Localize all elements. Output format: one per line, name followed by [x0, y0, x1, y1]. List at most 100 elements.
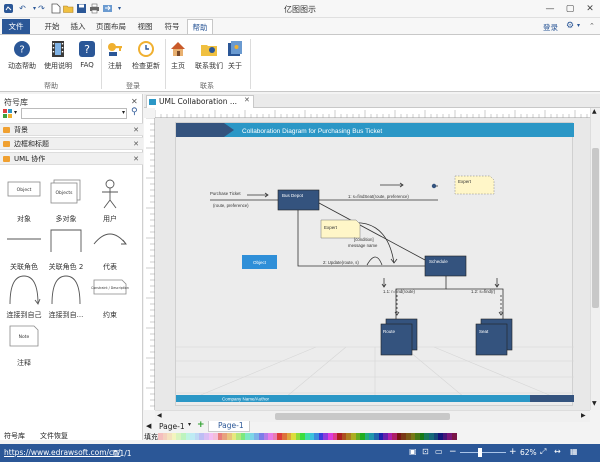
print-icon[interactable] — [89, 3, 100, 14]
settings-dropdown-icon[interactable]: ▾ — [577, 22, 581, 29]
color-swatch[interactable] — [291, 433, 296, 440]
color-swatch[interactable] — [401, 433, 407, 440]
shape-delegate[interactable]: 代表 — [90, 226, 130, 274]
tab-symbols[interactable]: 符号 — [164, 22, 180, 31]
scroll-right-icon[interactable]: ▶ — [581, 412, 586, 419]
zoom-in-icon[interactable]: + — [509, 447, 517, 457]
color-swatch[interactable] — [185, 433, 191, 440]
shape-note[interactable]: Note 注释 — [4, 322, 44, 370]
color-swatch[interactable] — [222, 433, 227, 440]
color-swatches[interactable] — [158, 433, 457, 440]
vertical-scroll-thumb[interactable] — [592, 148, 599, 308]
quick-access-dropdown-icon[interactable]: ▾ — [117, 5, 121, 12]
page-nav-prev-icon[interactable]: ◀ — [146, 422, 152, 430]
color-swatch[interactable] — [396, 433, 402, 440]
shape-multi-object[interactable]: Objects 多对象 — [46, 178, 86, 226]
color-swatch[interactable] — [286, 433, 292, 440]
scroll-down-icon[interactable]: ▼ — [592, 400, 597, 407]
shape-association-role[interactable]: 关联角色 — [4, 226, 44, 274]
library-borders-titles[interactable]: 边框和标题 ✕ — [0, 137, 143, 150]
color-swatch[interactable] — [438, 433, 443, 440]
expert-note-2[interactable]: Expert — [320, 219, 361, 239]
view-fit-icon[interactable]: ⊡ — [422, 447, 429, 456]
bus-depot-node[interactable] — [277, 189, 320, 211]
fit-width-icon[interactable]: ↔ — [554, 447, 561, 456]
drawing-canvas[interactable]: Collaboration Diagram for Purchasing Bus… — [155, 118, 590, 410]
color-swatch[interactable] — [203, 433, 209, 440]
collapse-ribbon-icon[interactable]: ⌃ — [589, 22, 595, 30]
diagram-page[interactable]: Collaboration Diagram for Purchasing Bus… — [175, 122, 574, 406]
tab-file-recovery[interactable]: 文件恢复 — [40, 432, 68, 440]
contact-us-button[interactable]: 联系我们 — [191, 38, 227, 78]
shape-actor[interactable]: 用户 — [90, 178, 130, 226]
faq-button[interactable]: ? FAQ — [76, 38, 98, 78]
color-swatch[interactable] — [415, 433, 420, 440]
settings-gear-icon[interactable]: ⚙ — [566, 21, 575, 31]
panel-close-icon[interactable]: ✕ — [131, 97, 138, 106]
color-swatch[interactable] — [199, 433, 204, 440]
tab-insert[interactable]: 插入 — [70, 22, 86, 31]
homepage-button[interactable]: 主页 — [166, 38, 190, 78]
website-link[interactable]: https://www.edrawsoft.com/cn/ — [4, 448, 121, 457]
library-close-icon[interactable]: ✕ — [133, 155, 139, 163]
redo-icon[interactable]: ↷ — [38, 4, 45, 13]
seat-multi-object[interactable]: Seat — [475, 318, 513, 356]
color-swatch[interactable] — [208, 433, 214, 440]
color-swatch[interactable] — [171, 433, 177, 440]
color-swatch[interactable] — [355, 433, 361, 440]
view-fullscreen-icon[interactable]: ▭ — [435, 447, 443, 456]
color-swatch[interactable] — [300, 433, 305, 440]
save-icon[interactable] — [76, 3, 87, 14]
color-swatch[interactable] — [447, 433, 452, 440]
login-link[interactable]: 登录 — [543, 23, 558, 32]
scroll-up-icon[interactable]: ▲ — [592, 108, 597, 115]
fit-page-icon[interactable]: ⤢ — [540, 447, 547, 456]
color-swatch[interactable] — [231, 433, 237, 440]
view-normal-icon[interactable]: ▣ — [409, 447, 417, 456]
document-tab[interactable]: UML Collaboration ... — [146, 95, 254, 108]
page-dropdown-icon[interactable]: ▾ — [188, 421, 192, 428]
color-swatch[interactable] — [346, 433, 351, 440]
register-button[interactable]: 注册 — [104, 38, 126, 78]
check-update-button[interactable]: 检查更新 — [128, 38, 164, 78]
open-folder-icon[interactable] — [63, 3, 74, 14]
color-swatch[interactable] — [217, 433, 223, 440]
color-swatch[interactable] — [369, 433, 374, 440]
color-swatch[interactable] — [282, 433, 287, 440]
color-swatch[interactable] — [180, 433, 186, 440]
color-swatch[interactable] — [406, 433, 411, 440]
undo-icon[interactable]: ↶ — [19, 4, 26, 13]
horizontal-scrollbar[interactable]: ◀ ▶ — [155, 410, 590, 422]
zoom-out-icon[interactable]: − — [449, 447, 457, 457]
page-tab[interactable]: Page-1 — [208, 421, 250, 432]
color-swatch[interactable] — [309, 433, 315, 440]
color-swatch[interactable] — [378, 433, 384, 440]
tab-home[interactable]: 开始 — [44, 22, 60, 31]
color-swatch[interactable] — [194, 433, 200, 440]
color-swatch[interactable] — [373, 433, 379, 440]
color-swatch[interactable] — [341, 433, 347, 440]
tab-view[interactable]: 视图 — [137, 22, 153, 31]
color-swatch[interactable] — [314, 433, 319, 440]
color-swatch[interactable] — [190, 433, 195, 440]
color-swatch[interactable] — [226, 433, 232, 440]
color-swatch[interactable] — [236, 433, 241, 440]
tab-page-layout[interactable]: 页面布局 — [96, 22, 126, 31]
color-swatch[interactable] — [162, 433, 168, 440]
library-uml-collaboration[interactable]: UML 协作 ✕ — [0, 152, 143, 165]
color-swatch[interactable] — [452, 433, 457, 440]
about-button[interactable]: 关于 — [224, 38, 246, 78]
minimize-button[interactable]: — — [545, 4, 555, 14]
library-close-icon[interactable]: ✕ — [133, 140, 139, 148]
scroll-left-icon[interactable]: ◀ — [157, 412, 162, 419]
undo-dropdown-icon[interactable]: ▾ — [32, 5, 36, 12]
color-swatch[interactable] — [259, 433, 264, 440]
color-swatch[interactable] — [364, 433, 370, 440]
color-swatch[interactable] — [442, 433, 448, 440]
shape-object[interactable]: Object 对象 — [4, 178, 44, 226]
color-swatch[interactable] — [263, 433, 269, 440]
color-swatch[interactable] — [176, 433, 181, 440]
color-swatch[interactable] — [272, 433, 278, 440]
library-close-icon[interactable]: ✕ — [133, 126, 139, 134]
horizontal-scroll-thumb[interactable] — [275, 413, 450, 420]
